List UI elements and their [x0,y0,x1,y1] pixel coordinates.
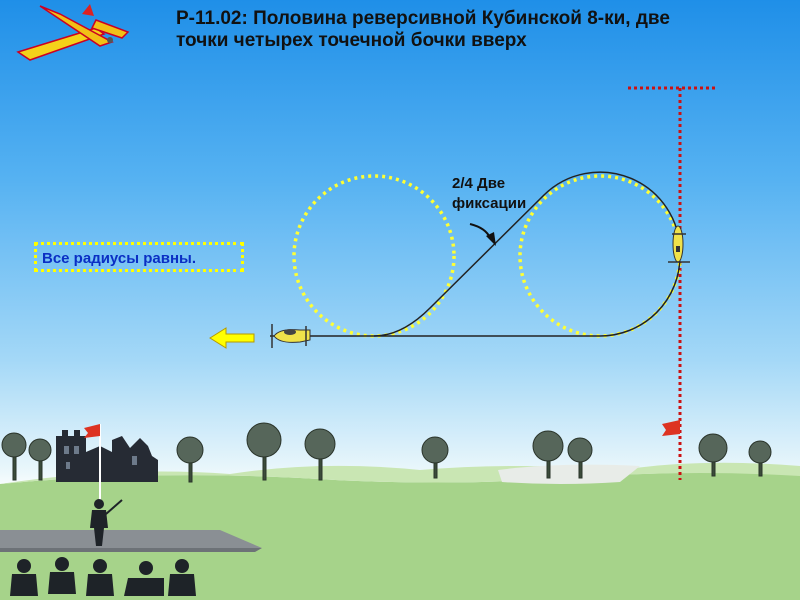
tree-icon [748,440,772,477]
tree-icon [421,436,449,479]
judges-group-icon [10,557,196,596]
judge-flag-icon [84,424,101,500]
note-text: Все радиусы равны. [42,250,196,267]
roll-label: 2/4 Две фиксации [452,174,526,214]
ground [0,472,800,600]
tree-icon [28,438,52,481]
roll-label-line-1: 2/4 Две [452,175,506,192]
tree-icon [246,422,282,481]
roll-arrow-icon [469,223,496,246]
model-plane-icon [271,324,311,348]
roll-label-line-2: фиксации [452,195,527,212]
tree-icon [567,437,593,479]
loop-guide-right [518,174,682,338]
title-line-2: точки четырех точечной бочки вверх [176,30,527,51]
tree-icon [698,433,728,477]
note-frame [34,242,244,272]
field-patch [498,464,640,484]
tree-icon [1,432,27,481]
loop-guide-left [292,174,456,338]
direction-arrow-icon [209,327,255,349]
judge-flag-icon [662,420,680,436]
page-title: P-11.02: Половина реверсивной Кубинской … [176,8,776,52]
tree-icon [532,430,564,479]
title-line-1: P-11.02: Половина реверсивной Кубинской … [176,8,670,29]
flight-path [270,171,681,337]
tree-group [1,422,772,483]
pilot-figure-icon [90,499,123,546]
runway [0,530,262,548]
tree-icon [176,436,204,483]
model-plane-icon [668,225,690,263]
far-hills [0,462,800,484]
aerobatic-plane-logo-icon [16,4,130,61]
tree-icon [304,428,336,481]
flight-path-lower-loop [599,255,681,337]
castle-ruin-icon [56,430,158,482]
runway-shadow [0,548,262,552]
